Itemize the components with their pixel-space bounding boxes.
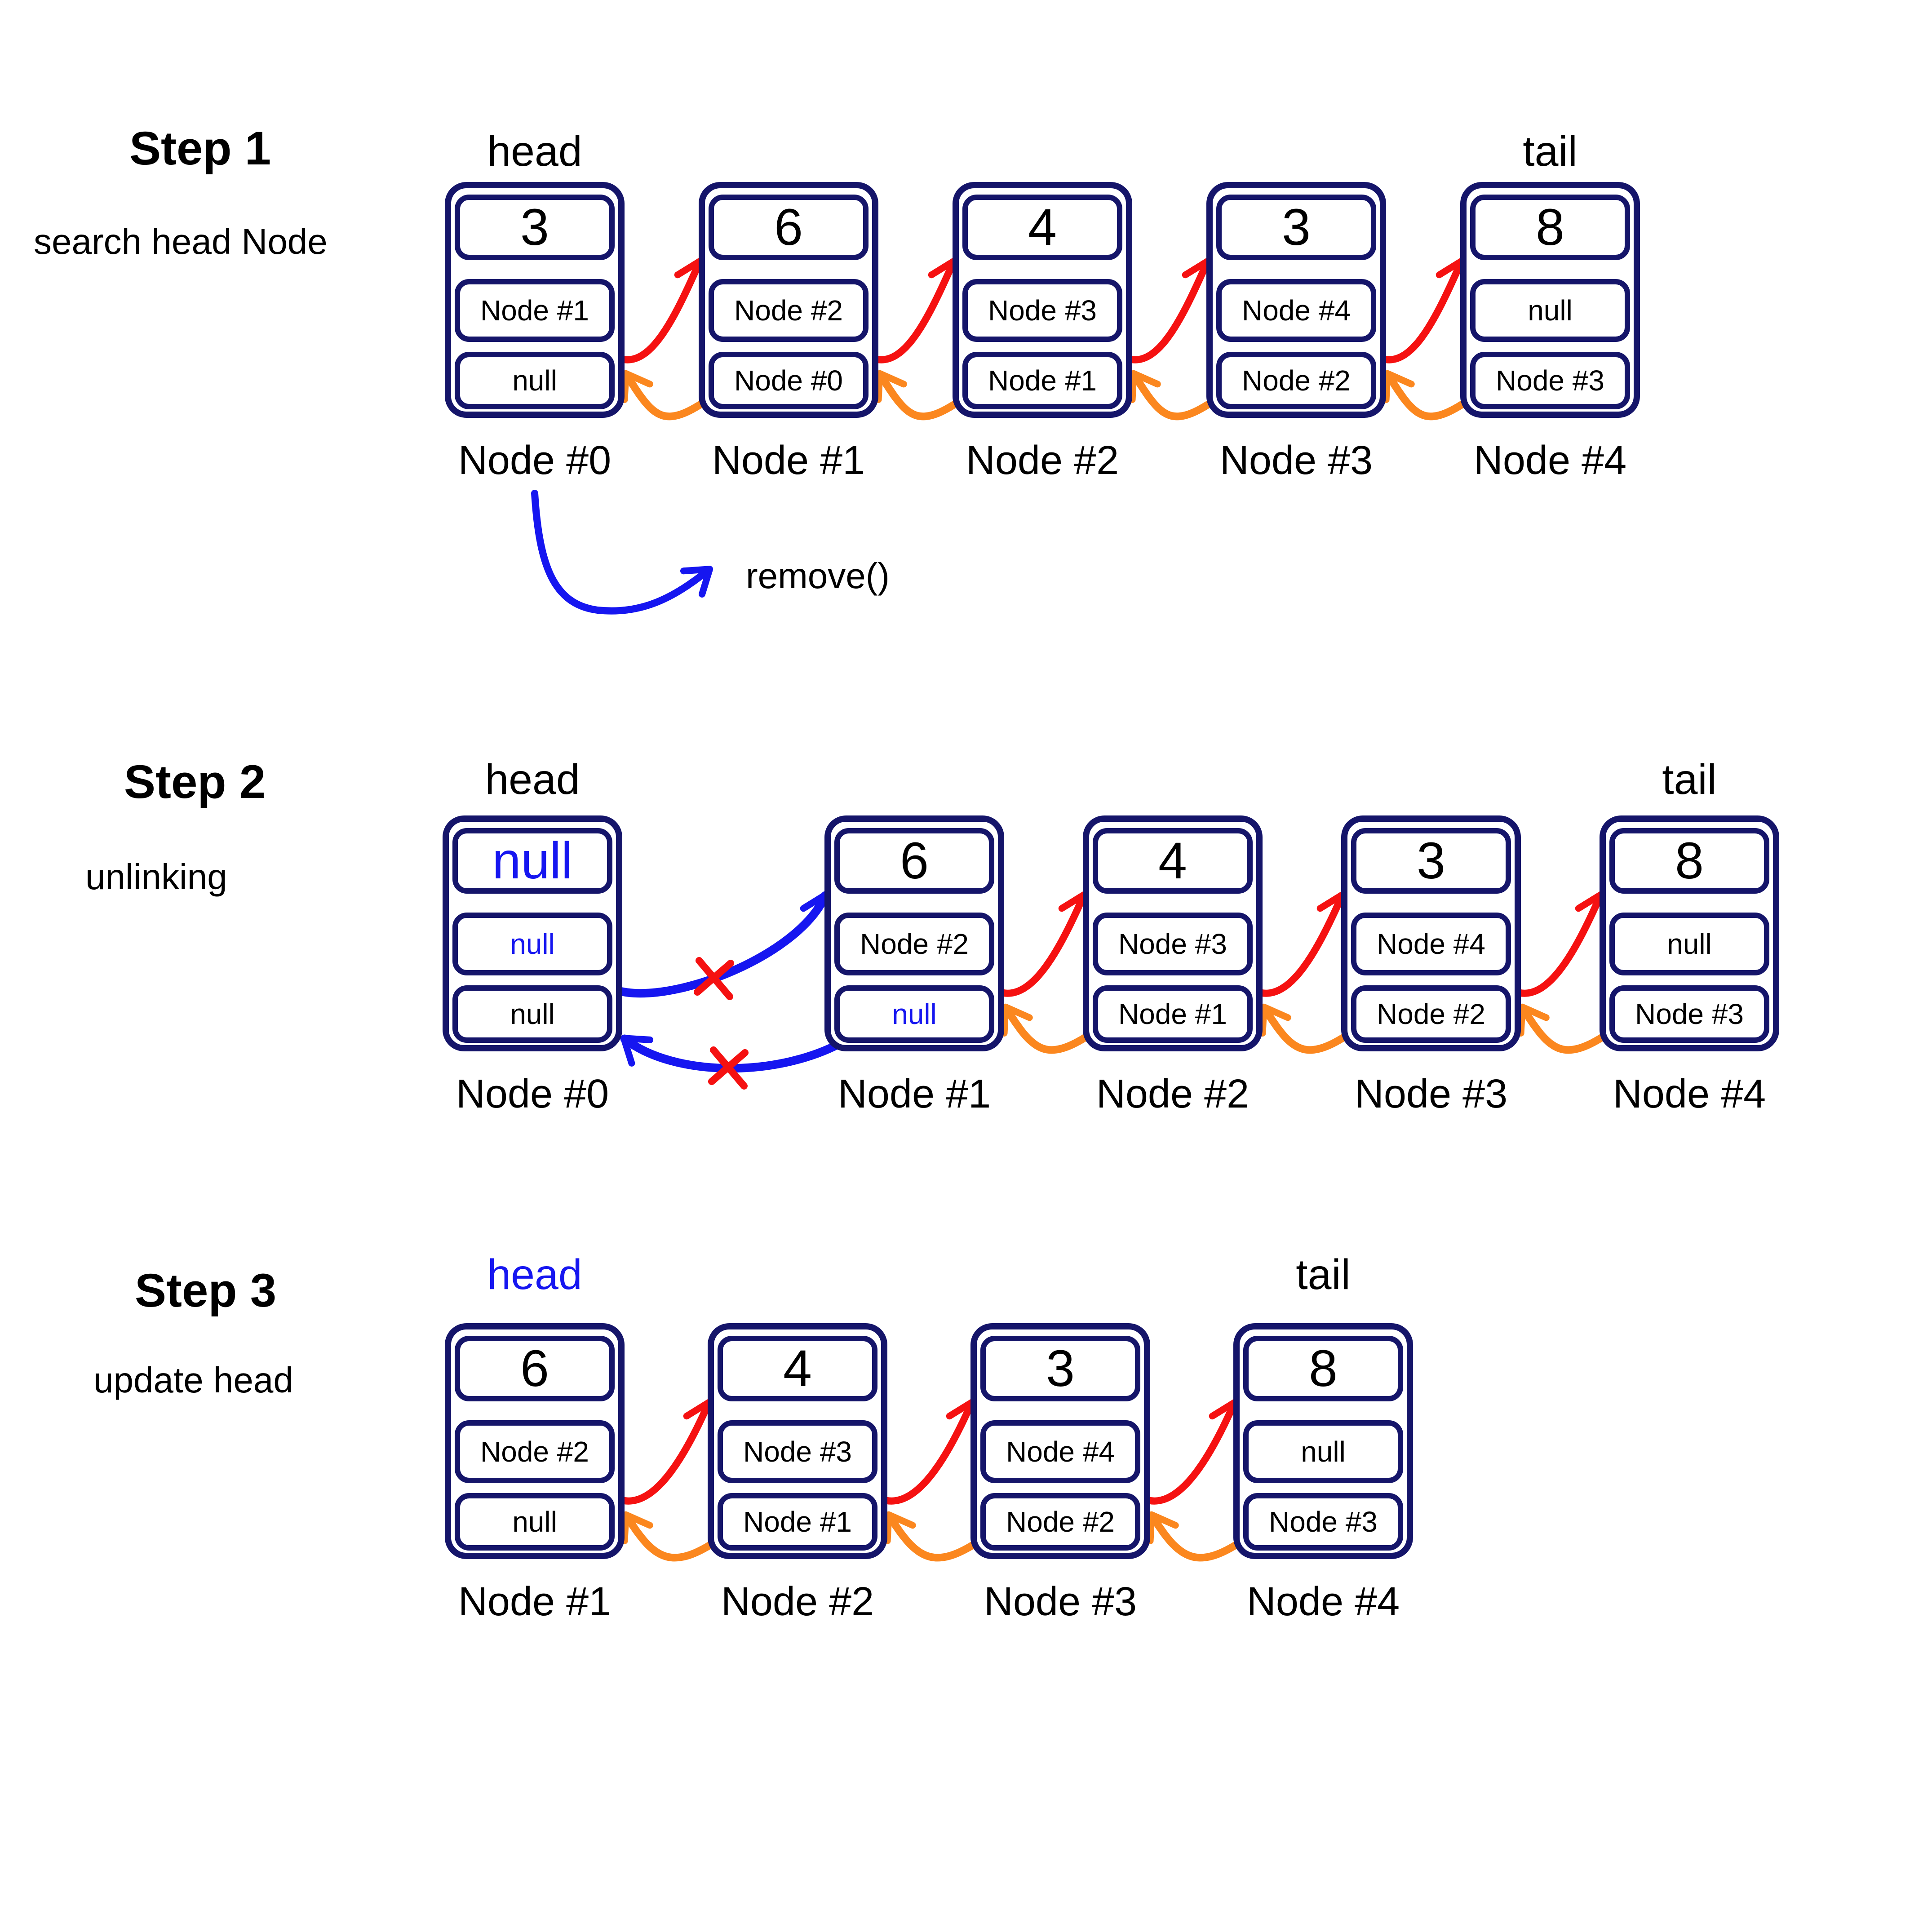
node-next-pointer-field: Node #1 bbox=[455, 279, 615, 342]
node-label: Node #0 bbox=[456, 1072, 609, 1117]
node-label: Node #1 bbox=[712, 438, 865, 483]
node-prev-pointer-field: Node #1 bbox=[718, 1493, 877, 1551]
node-next-pointer-field: Node #2 bbox=[709, 279, 869, 342]
node-next-pointer-field: null bbox=[1609, 913, 1769, 975]
node-label: Node #2 bbox=[966, 438, 1119, 483]
unlink-cross-mark bbox=[708, 1046, 749, 1090]
node-value-field: 8 bbox=[1609, 828, 1769, 894]
node-prev-pointer-field: null bbox=[452, 985, 612, 1043]
step-subtitle: update head bbox=[93, 1360, 293, 1400]
node-value-field: 6 bbox=[834, 828, 994, 894]
node-label: Node #3 bbox=[984, 1579, 1137, 1624]
node-label: Node #4 bbox=[1613, 1072, 1766, 1117]
unlink-cross-mark bbox=[694, 957, 734, 1000]
step-subtitle: search head Node bbox=[34, 222, 328, 261]
node-value-field: 3 bbox=[1351, 828, 1511, 894]
node-value-field: 6 bbox=[455, 1336, 615, 1401]
node-label: Node #2 bbox=[721, 1579, 874, 1624]
node-value-field: 4 bbox=[962, 195, 1122, 260]
node-box: null null null bbox=[443, 815, 622, 1051]
node-label: Node #4 bbox=[1473, 438, 1627, 483]
step-title: Step 1 bbox=[129, 122, 271, 175]
tail-pointer-label: tail bbox=[1662, 756, 1717, 803]
node-prev-pointer-field: Node #1 bbox=[1093, 985, 1253, 1043]
node-next-pointer-field: null bbox=[452, 913, 612, 975]
step-title: Step 2 bbox=[124, 756, 266, 808]
node-value-field: 3 bbox=[1216, 195, 1376, 260]
node-value-field: 8 bbox=[1470, 195, 1630, 260]
node-prev-pointer-field: Node #3 bbox=[1243, 1493, 1403, 1551]
node-prev-pointer-field: Node #1 bbox=[962, 352, 1122, 409]
node-value-field: 3 bbox=[980, 1336, 1140, 1401]
node-next-pointer-field: null bbox=[1243, 1420, 1403, 1483]
remove-annotation-arrow bbox=[531, 490, 713, 615]
node-prev-pointer-field: Node #2 bbox=[1351, 985, 1511, 1043]
node-label: Node #3 bbox=[1354, 1072, 1508, 1117]
node-prev-pointer-field: null bbox=[834, 985, 994, 1043]
node-value-field: 4 bbox=[1093, 828, 1253, 894]
node-prev-pointer-field: Node #2 bbox=[980, 1493, 1140, 1551]
node-next-pointer-field: null bbox=[1470, 279, 1630, 342]
node-next-pointer-field: Node #2 bbox=[834, 913, 994, 975]
node-label: Node #1 bbox=[837, 1072, 991, 1117]
node-value-field: null bbox=[452, 828, 612, 894]
step-title: Step 3 bbox=[135, 1264, 277, 1317]
node-prev-pointer-field: null bbox=[455, 1493, 615, 1551]
head-pointer-label: head bbox=[487, 128, 582, 175]
node-label: Node #3 bbox=[1219, 438, 1373, 483]
node-prev-pointer-field: Node #3 bbox=[1470, 352, 1630, 409]
node-value-field: 8 bbox=[1243, 1336, 1403, 1401]
tail-pointer-label: tail bbox=[1296, 1251, 1351, 1298]
node-value-field: 6 bbox=[709, 195, 869, 260]
remove-annotation-label: remove() bbox=[746, 556, 890, 596]
node-next-pointer-field: Node #4 bbox=[1351, 913, 1511, 975]
node-value-field: 3 bbox=[455, 195, 615, 260]
node-prev-pointer-field: Node #3 bbox=[1609, 985, 1769, 1043]
head-pointer-label: head bbox=[485, 756, 580, 803]
node-next-pointer-field: Node #3 bbox=[1093, 913, 1253, 975]
node-label: Node #0 bbox=[458, 438, 612, 483]
node-next-pointer-field: Node #2 bbox=[455, 1420, 615, 1483]
node-value-field: 4 bbox=[718, 1336, 877, 1401]
unlink-next-arrow bbox=[598, 891, 834, 998]
node-label: Node #4 bbox=[1246, 1579, 1400, 1624]
node-next-pointer-field: Node #3 bbox=[718, 1420, 877, 1483]
step-subtitle: unlinking bbox=[85, 857, 227, 897]
head-pointer-label: head bbox=[487, 1251, 582, 1298]
node-next-pointer-field: Node #4 bbox=[1216, 279, 1376, 342]
node-next-pointer-field: Node #3 bbox=[962, 279, 1122, 342]
node-prev-pointer-field: Node #0 bbox=[709, 352, 869, 409]
node-prev-pointer-field: null bbox=[455, 352, 615, 409]
node-label: Node #2 bbox=[1096, 1072, 1250, 1117]
node-label: Node #1 bbox=[458, 1579, 612, 1624]
node-prev-pointer-field: Node #2 bbox=[1216, 352, 1376, 409]
node-next-pointer-field: Node #4 bbox=[980, 1420, 1140, 1483]
unlink-prev-arrow bbox=[620, 1034, 851, 1073]
tail-pointer-label: tail bbox=[1523, 128, 1578, 175]
